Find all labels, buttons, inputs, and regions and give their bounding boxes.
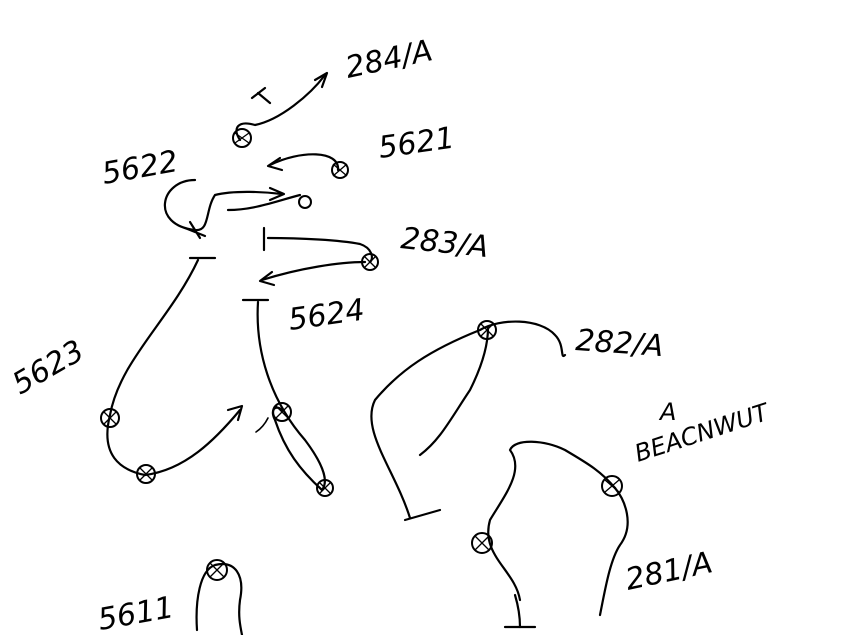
node-284a-start — [232, 128, 252, 148]
label-beacon: BEACNWUT — [631, 397, 774, 467]
node-5611 — [206, 559, 228, 581]
label-284a: 284/A — [342, 33, 435, 86]
route-284a — [232, 71, 329, 148]
route-283a — [258, 226, 379, 287]
node-5623-b — [136, 464, 156, 484]
node-5623-a — [100, 408, 120, 428]
label-5622: 5622 — [99, 144, 180, 192]
route-5623 — [100, 256, 244, 484]
node-beacon — [601, 475, 623, 497]
label-282a: 282/A — [574, 323, 664, 364]
node-5621-b — [298, 195, 312, 209]
node-5624-b — [316, 479, 334, 497]
route-5624 — [241, 298, 334, 497]
route-5611 — [195, 559, 244, 635]
label-5621: 5621 — [376, 121, 456, 166]
route-281a — [471, 440, 629, 629]
label-beacon-a: A — [658, 398, 676, 426]
label-5623: 5623 — [7, 333, 91, 401]
label-281a: 281/A — [622, 545, 715, 598]
node-5621 — [331, 161, 349, 179]
node-281a — [471, 532, 493, 554]
label-283a: 283/A — [399, 221, 490, 265]
node-283a — [361, 253, 379, 271]
route-5622 — [163, 178, 286, 240]
label-5624: 5624 — [286, 293, 366, 338]
node-5624-a — [272, 402, 292, 422]
route-282a — [370, 320, 567, 522]
node-282a — [477, 320, 497, 340]
route-5621 — [226, 153, 349, 212]
label-5611: 5611 — [95, 590, 176, 635]
